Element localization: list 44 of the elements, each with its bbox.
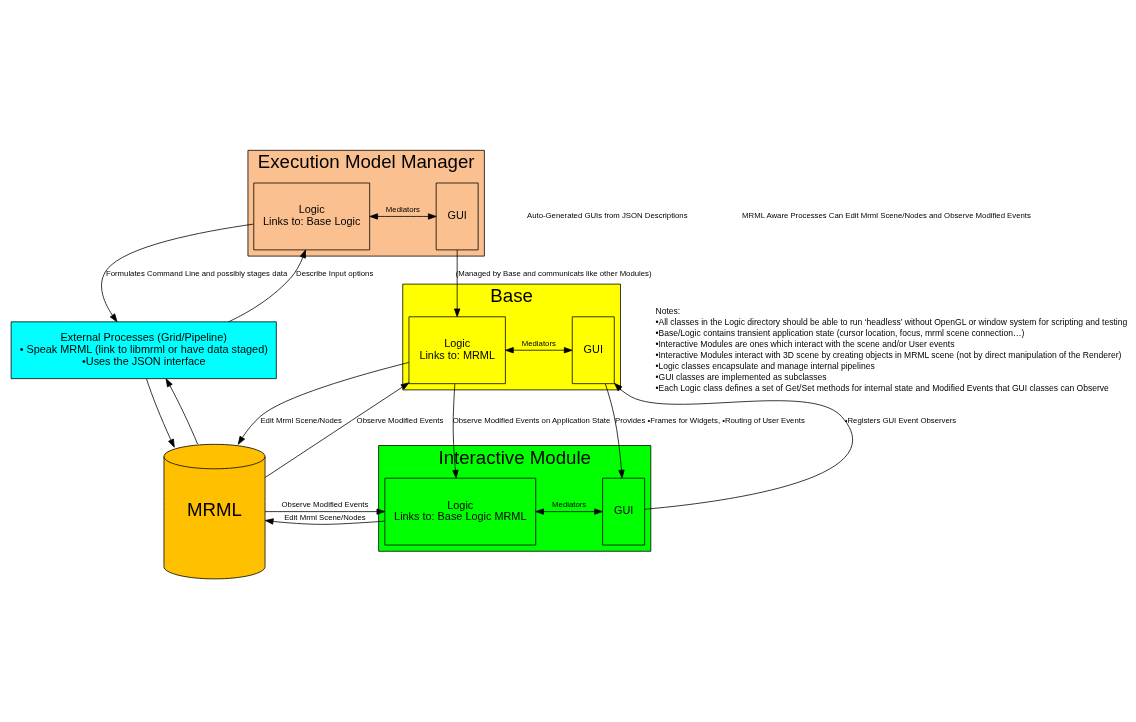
label: •Logic classes encapsulate and manage internal pipelines xyxy=(655,360,875,371)
arrow xyxy=(454,249,461,317)
label: Auto-Generated GUIs from JSON Descriptions xyxy=(527,210,688,220)
node-box: Logic Links to: Base Logic MRML xyxy=(384,477,537,545)
edge-label: Observe Modified Events xyxy=(281,499,369,509)
edge-label: Edit Mrml Scene/Nodes xyxy=(284,512,366,522)
edge-label: Mediators xyxy=(552,499,587,509)
node-box: External Processes (Grid/Pipeline) • Speak MRML (link to libmrml or have data staged) •Uses the JSON interface xyxy=(10,320,277,379)
edge-label: Observe Modified Events xyxy=(356,415,444,425)
arrow xyxy=(264,508,386,515)
arrow xyxy=(165,377,199,444)
node-box: GUI xyxy=(435,182,479,250)
edge-label: (Managed by Base and communicats like other Modules) xyxy=(455,268,652,278)
arrow xyxy=(535,508,603,515)
label: Notes: xyxy=(655,305,681,316)
label: MRML Aware Processes Can Edit Mrml Scene/Nodes and Observe Modified Events xyxy=(742,210,1031,220)
arrow xyxy=(604,383,625,478)
edge-label: Describe Input options xyxy=(296,268,374,278)
arrow xyxy=(101,223,254,322)
arrow xyxy=(264,517,386,525)
node-box: Logic Links to: Base Logic xyxy=(253,182,371,250)
node-box: GUI xyxy=(602,477,645,545)
arrow xyxy=(228,249,306,322)
label: •Interactive Modules interact with 3D scene by creating objects in MRML scene (not by direct manipulation of the Renderer) xyxy=(655,349,1122,360)
arrow xyxy=(369,212,437,220)
arrow xyxy=(505,346,573,353)
arrow xyxy=(264,381,410,478)
arrow xyxy=(614,382,853,510)
edge-label: Formulates Command Line and possibly stages data xyxy=(105,268,288,278)
node-box: Logic Links to: MRML xyxy=(408,315,506,384)
arrow xyxy=(237,361,410,445)
edge-label: Mediators xyxy=(521,338,556,348)
label: •Interactive Modules are ones which interact with the scene and/or User events xyxy=(655,338,955,349)
edge-label: Edit Mrml Scene/Nodes xyxy=(260,415,343,425)
node-box: GUI xyxy=(571,315,615,384)
label: •All classes in the Logic directory should be able to run ‘headless’ without OpenGL or window system for scripting and testing xyxy=(655,316,1128,327)
label: •GUI classes are implemented as subclasses xyxy=(655,371,827,382)
edge-label: •Registers GUI Event Observers xyxy=(844,415,957,425)
arrow xyxy=(452,383,459,478)
label: •Base/Logic contains transient application state (cursor location, focus, mrml scene connection…) xyxy=(655,327,1025,338)
arrow xyxy=(146,377,175,448)
edge-label: Provides •Frames for Widgets, •Routing of User Events xyxy=(615,415,805,425)
edge-label: Mediators xyxy=(385,204,420,214)
label: •Each Logic class defines a set of Get/Set methods for internal state and Modified Events that GUI classes can Observe xyxy=(655,382,1109,393)
